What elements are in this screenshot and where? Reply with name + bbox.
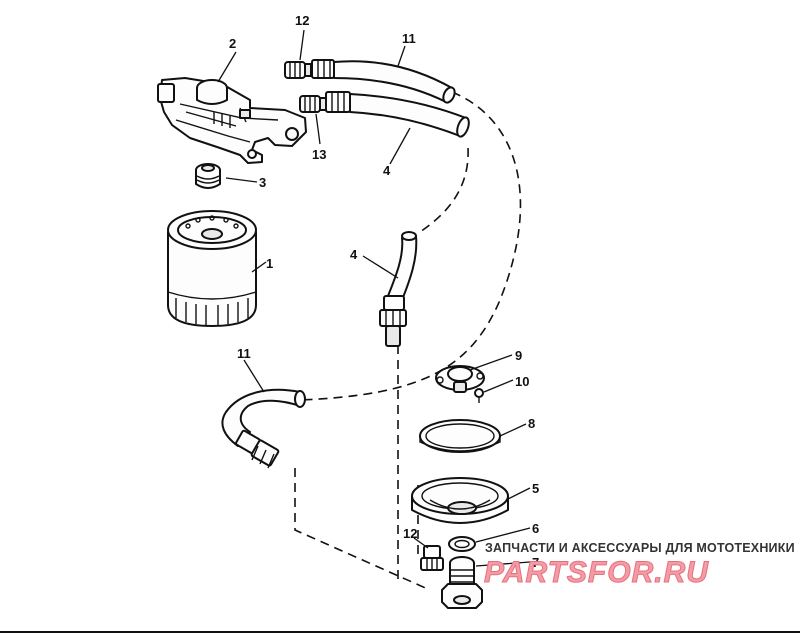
- callout-7: 7: [532, 555, 539, 570]
- callout-3: 3: [259, 175, 266, 190]
- screw-10: [474, 388, 484, 403]
- upper-fitting-13: [299, 95, 327, 113]
- filter-adapter-bracket: [157, 77, 307, 164]
- lower-fitting-12: [420, 545, 444, 571]
- watermark: ЗАПЧАСТИ И АКСЕССУАРЫ ДЛЯ МОТОТЕХНИКИ PA…: [484, 541, 795, 590]
- callout-1: 1: [266, 256, 273, 271]
- lower-hose-4: [379, 231, 418, 347]
- callout-12-upper: 12: [295, 13, 309, 28]
- callout-9: 9: [515, 348, 522, 363]
- upper-hose-11: [311, 59, 456, 104]
- threaded-stud-7: [441, 556, 483, 609]
- callout-11-lower: 11: [237, 346, 251, 361]
- sealing-ring-8: [419, 419, 501, 453]
- callout-leaders: [217, 29, 531, 567]
- callout-8: 8: [528, 416, 535, 431]
- o-ring-6: [448, 536, 476, 552]
- filter-nipple-fitting: [195, 163, 221, 189]
- oil-filter-canister: [167, 210, 257, 327]
- lower-hose-11: [221, 388, 306, 469]
- sender-cap-9: [435, 365, 485, 393]
- callout-12-lower: 12: [403, 526, 417, 541]
- callout-2: 2: [229, 36, 236, 51]
- upper-hose-4: [325, 91, 470, 138]
- filter-base-5: [411, 477, 509, 524]
- watermark-caption: ЗАПЧАСТИ И АКСЕССУАРЫ ДЛЯ МОТОТЕХНИКИ: [485, 541, 795, 555]
- callout-6: 6: [532, 521, 539, 536]
- callout-11-upper: 11: [402, 31, 416, 46]
- callout-4-upper: 4: [383, 163, 391, 178]
- watermark-logo: PARTSFOR.RU: [484, 556, 709, 589]
- callout-4-lower: 4: [350, 247, 358, 262]
- hose-routing-lines: [294, 91, 522, 591]
- callout-10: 10: [515, 374, 529, 389]
- callout-13: 13: [312, 147, 326, 162]
- callout-5: 5: [532, 481, 539, 496]
- upper-fitting-12: [284, 61, 312, 79]
- callout-numbers: 2 3 1 12 13 11 4 4 11 9 10 8 5 6 12 7: [229, 13, 539, 570]
